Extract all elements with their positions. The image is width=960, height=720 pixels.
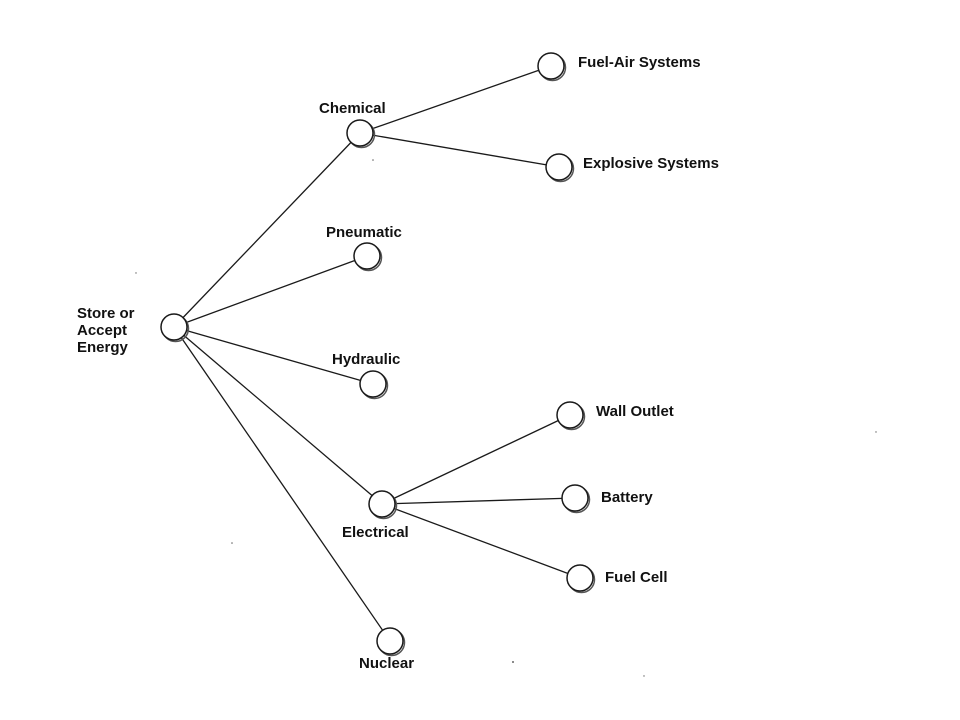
label-fuel-air: Fuel-Air Systems [578,54,701,71]
label-battery: Battery [601,489,653,506]
node-fuel-air [537,52,567,82]
label-pneumatic: Pneumatic [326,224,402,241]
node-electrical [368,490,398,520]
edge-electrical-wall-outlet [381,414,571,505]
edge-root-chemical [173,132,361,328]
edge-electrical-battery [381,497,576,505]
root-label-line-2: Accept [77,322,127,339]
label-wall-outlet: Wall Outlet [596,403,674,420]
label-fuel-cell: Fuel Cell [605,569,668,586]
edge-chemical-fuel-air [359,65,552,134]
edge-root-pneumatic [173,255,368,328]
node-wall-outlet [556,401,586,431]
node-nuclear [376,627,406,657]
scan-specks [135,159,877,677]
edge-root-hydraulic [173,326,374,385]
labels: Store or Accept Energy Chemical Fuel-Air… [77,54,719,672]
node-fuel-cell [566,564,596,594]
edge-chemical-explosive [359,132,560,168]
label-electrical: Electrical [342,524,409,541]
root-label-line-3: Energy [77,339,129,356]
node-root [160,313,190,343]
node-pneumatic [353,242,383,272]
node-battery [561,484,591,514]
node-hydraulic [359,370,389,400]
edge-root-electrical [173,326,383,505]
node-explosive [545,153,575,183]
edge-root-nuclear [173,326,391,642]
edges [173,65,581,642]
node-chemical [346,119,376,149]
edge-electrical-fuel-cell [381,503,581,579]
label-hydraulic: Hydraulic [332,351,400,368]
nodes [160,52,596,657]
label-explosive: Explosive Systems [583,155,719,172]
root-label-line-1: Store or [77,305,135,322]
label-chemical: Chemical [319,100,386,117]
label-nuclear: Nuclear [359,655,414,672]
